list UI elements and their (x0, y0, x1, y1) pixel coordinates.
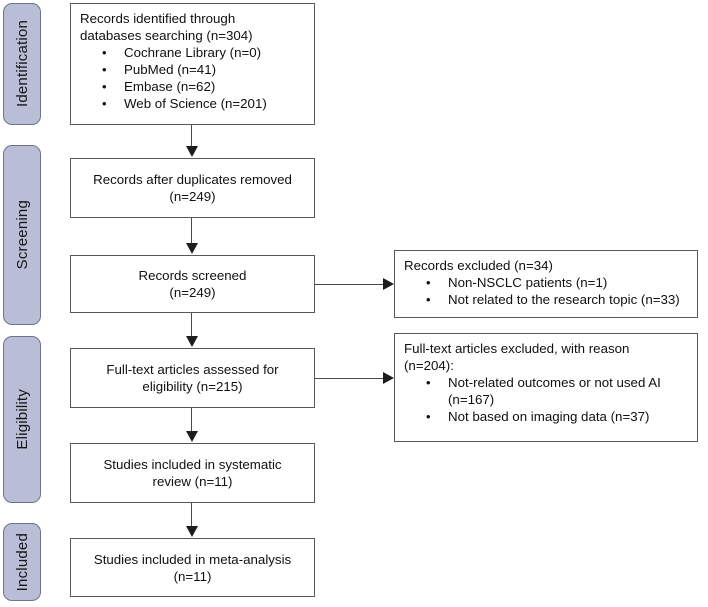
list-item: Cochrane Library (n=0) (102, 44, 305, 61)
box-records-screened: Records screened (n=249) (70, 255, 315, 313)
list-item: Web of Science (n=201) (102, 95, 305, 112)
box-records-excluded-head: Records excluded (n=34) (404, 258, 553, 273)
stage-label-screening: Screening (13, 200, 31, 270)
connector-arrow-3 (186, 336, 198, 347)
box-fulltext-excluded-head: Full-text articles excluded, with reason… (404, 341, 630, 373)
box-included-meta-head: Studies included in meta-analysis (n=11) (93, 551, 292, 584)
box-included-meta: Studies included in meta-analysis (n=11) (70, 538, 315, 597)
stage-pill-identification: Identification (3, 3, 41, 125)
connector-arrow-1 (186, 146, 198, 157)
box-records-identified-bullets: Cochrane Library (n=0) PubMed (n=41) Emb… (80, 44, 305, 112)
box-fulltext-assessed-head: Full-text articles assessed for eligibil… (106, 362, 279, 394)
connector-line-1 (191, 125, 193, 147)
connector-line-5 (191, 503, 193, 526)
connector-arrow-excluded-records (383, 278, 394, 290)
connector-arrow-5 (186, 526, 198, 537)
box-fulltext-assessed: Full-text articles assessed for eligibil… (70, 348, 315, 408)
connector-line-excluded-fulltext (315, 378, 383, 380)
connector-arrow-2 (186, 243, 198, 254)
list-item: Not-related outcomes or not used AI (n=1… (426, 374, 688, 408)
stage-pill-screening: Screening (3, 145, 41, 325)
box-fulltext-excluded: Full-text articles excluded, with reason… (394, 333, 698, 442)
list-item: Non-NSCLC patients (n=1) (426, 274, 688, 291)
box-duplicates-removed: Records after duplicates removed (n=249) (70, 158, 315, 218)
stage-label-eligibility: Eligibility (13, 389, 31, 450)
connector-line-3 (191, 313, 193, 336)
list-item: Embase (n=62) (102, 78, 305, 95)
connector-line-excluded-records (315, 284, 383, 286)
box-records-identified: Records identified through databases sea… (70, 3, 315, 125)
connector-arrow-excluded-fulltext (383, 372, 394, 384)
box-duplicates-removed-head: Records after duplicates removed (n=249) (93, 172, 292, 204)
stage-label-included: Included (13, 532, 31, 592)
box-records-excluded-bullets: Non-NSCLC patients (n=1) Not related to … (404, 274, 688, 308)
box-included-systematic-head: Studies included in systematic review (n… (103, 457, 282, 489)
list-item: PubMed (n=41) (102, 61, 305, 78)
list-item: Not based on imaging data (n=37) (426, 408, 688, 425)
box-records-excluded: Records excluded (n=34) Non-NSCLC patien… (394, 250, 698, 318)
stage-pill-included: Included (3, 523, 41, 601)
box-records-screened-head: Records screened (n=249) (138, 268, 247, 300)
box-records-identified-head: Records identified through databases sea… (80, 11, 253, 43)
box-fulltext-excluded-bullets: Not-related outcomes or not used AI (n=1… (404, 374, 688, 425)
stage-label-identification: Identification (13, 20, 31, 108)
box-included-systematic: Studies included in systematic review (n… (70, 443, 315, 503)
connector-line-2 (191, 218, 193, 243)
connector-line-4 (191, 408, 193, 431)
list-item: Not related to the research topic (n=33) (426, 291, 688, 308)
stage-pill-eligibility: Eligibility (3, 336, 41, 503)
connector-arrow-4 (186, 431, 198, 442)
